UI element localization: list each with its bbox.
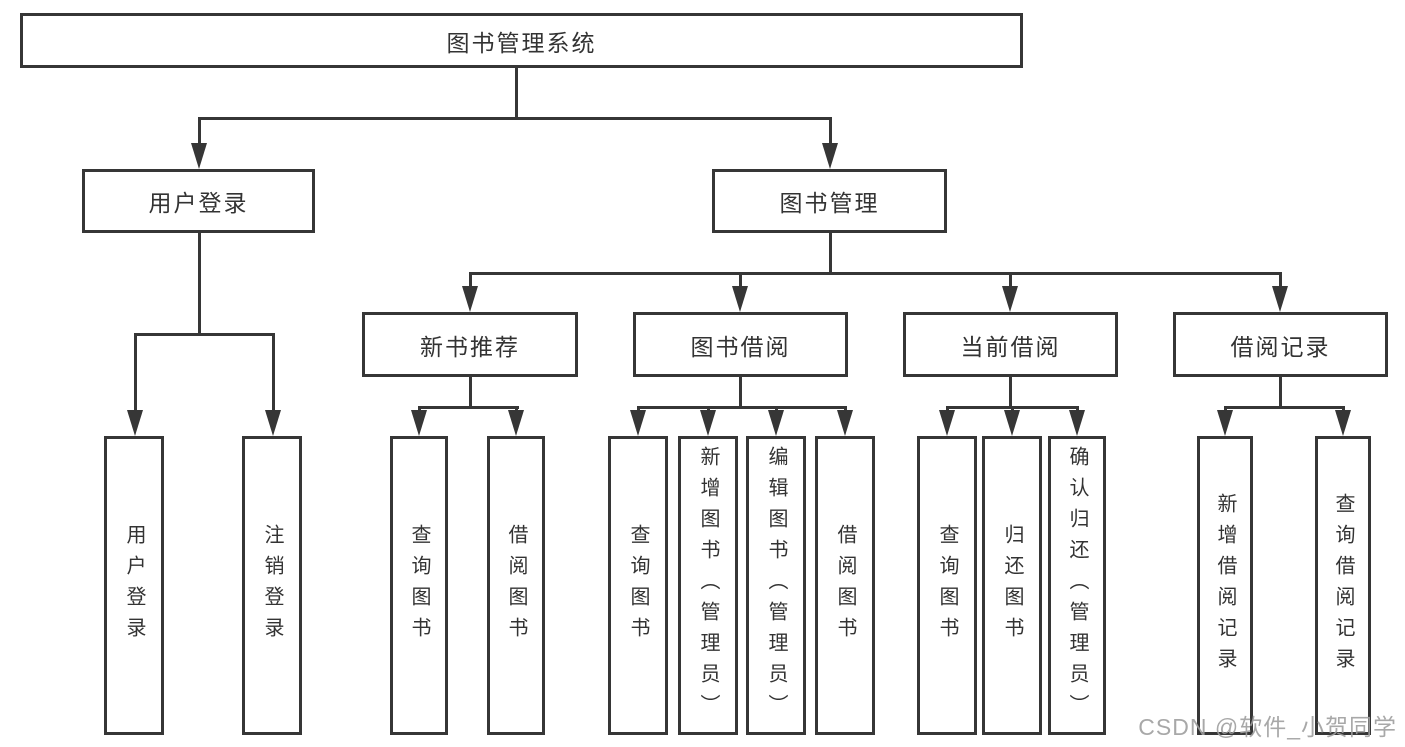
node-book-management: 图书管理 xyxy=(712,169,947,233)
node-current-borrowing: 当前借阅 xyxy=(903,312,1118,377)
node-book-borrowing: 图书借阅 xyxy=(633,312,848,377)
arrow-to-leaf-user-login-icon xyxy=(127,410,143,436)
leaf-bb-borrow-books: 借阅图书 xyxy=(815,436,875,735)
node-borrowing-records: 借阅记录 xyxy=(1173,312,1388,377)
leaf-user-login: 用户登录 xyxy=(104,436,164,735)
leaf-br-add-record: 新增借阅记录 xyxy=(1197,436,1253,735)
connector-to-borrow-records-line xyxy=(1279,272,1282,289)
leaf-nb-borrow-books: 借阅图书 xyxy=(487,436,545,735)
node-library-management-system: 图书管理系统 xyxy=(20,13,1023,68)
csdn-watermark: CSDN @软件_小贺同学 xyxy=(1138,714,1397,740)
leaf-cb-confirm-return-admin: 确认归还（管理员） xyxy=(1048,436,1106,735)
node-new-book-recommendation: 新书推荐 xyxy=(362,312,578,377)
connector-book-borrow-rail xyxy=(637,406,847,409)
connector-user-login-stem xyxy=(198,233,201,336)
leaf-nb-query-books: 查询图书 xyxy=(390,436,448,735)
leaf-cb-query-books: 查询图书 xyxy=(917,436,977,735)
arrow-to-bb-edit-icon xyxy=(768,410,784,436)
arrow-to-cb-query-icon xyxy=(939,410,955,436)
connector-borrow-records-rail xyxy=(1224,406,1345,409)
leaf-bb-query-books: 查询图书 xyxy=(608,436,668,735)
connector-root-stem xyxy=(515,68,518,120)
connector-to-current-borrow-line xyxy=(1009,272,1012,289)
leaf-cb-return-books: 归还图书 xyxy=(982,436,1042,735)
arrow-to-bb-add-icon xyxy=(700,410,716,436)
leaf-logout: 注销登录 xyxy=(242,436,302,735)
connector-to-book-management-line xyxy=(829,117,832,146)
connector-to-leaf-logout-line xyxy=(272,333,275,413)
connector-to-new-book-line xyxy=(469,272,472,289)
arrow-to-cb-confirm-icon xyxy=(1069,410,1085,436)
arrow-to-nb-borrow-icon xyxy=(508,410,524,436)
connector-borrow-records-stem xyxy=(1279,377,1282,409)
connector-book-borrow-stem xyxy=(739,377,742,409)
arrow-to-new-book-icon xyxy=(462,286,478,312)
leaf-bb-edit-books-admin: 编辑图书（管理员） xyxy=(746,436,806,735)
arrow-to-bb-query-icon xyxy=(630,410,646,436)
leaf-br-query-record: 查询借阅记录 xyxy=(1315,436,1371,735)
arrow-to-nb-query-icon xyxy=(411,410,427,436)
node-user-login: 用户登录 xyxy=(82,169,315,233)
arrow-to-leaf-logout-icon xyxy=(265,410,281,436)
leaf-bb-add-books-admin: 新增图书（管理员） xyxy=(678,436,738,735)
arrow-to-br-add-icon xyxy=(1217,410,1233,436)
connector-book-management-rail xyxy=(469,272,1282,275)
connector-new-book-stem xyxy=(469,377,472,409)
arrow-to-user-login-icon xyxy=(191,143,207,169)
connector-new-book-rail xyxy=(418,406,519,409)
connector-user-login-rail xyxy=(134,333,275,336)
arrow-to-cb-return-icon xyxy=(1004,410,1020,436)
arrow-to-borrow-records-icon xyxy=(1272,286,1288,312)
connector-to-leaf-user-login-line xyxy=(134,333,137,413)
arrow-to-br-query-icon xyxy=(1335,410,1351,436)
connector-to-book-borrow-line xyxy=(739,272,742,289)
connector-to-user-login-line xyxy=(198,117,201,146)
arrow-to-book-management-icon xyxy=(822,143,838,169)
connector-root-rail xyxy=(198,117,832,120)
connector-current-borrow-stem xyxy=(1009,377,1012,409)
arrow-to-bb-borrow-icon xyxy=(837,410,853,436)
arrow-to-book-borrow-icon xyxy=(732,286,748,312)
arrow-to-current-borrow-icon xyxy=(1002,286,1018,312)
connector-book-management-stem xyxy=(829,233,832,275)
